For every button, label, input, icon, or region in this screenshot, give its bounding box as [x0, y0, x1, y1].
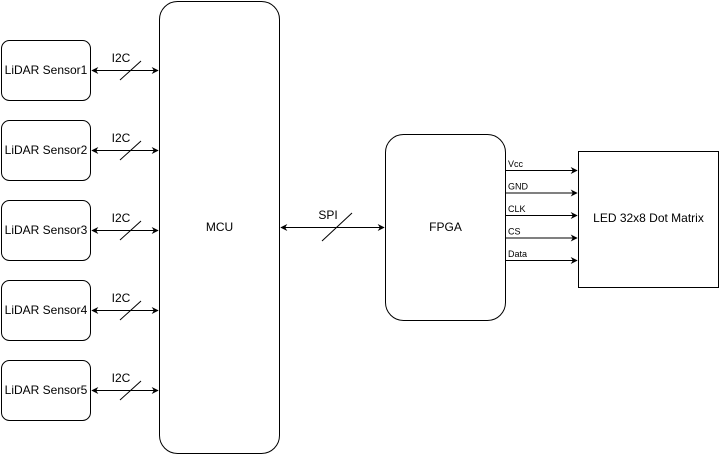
signal-label: Data — [508, 249, 527, 259]
sensor-label: LiDAR Sensor3 — [5, 223, 88, 237]
mcu-label: MCU — [206, 220, 233, 234]
signal-vcc[interactable]: Vcc — [506, 159, 578, 174]
sensor-2[interactable]: LiDAR Sensor2 I2C — [1, 120, 159, 181]
sensor-label: LiDAR Sensor1 — [5, 63, 88, 77]
fpga-block[interactable]: FPGA — [385, 134, 506, 321]
sensor-box[interactable] — [1, 40, 91, 101]
led-matrix-label: LED 32x8 Dot Matrix — [593, 211, 704, 225]
signal-label: Vcc — [508, 159, 524, 169]
mcu-block[interactable]: MCU — [159, 1, 280, 454]
sensor-label: LiDAR Sensor5 — [5, 383, 88, 397]
fpga-label: FPGA — [429, 220, 462, 234]
sensor-3[interactable]: LiDAR Sensor3 I2C — [1, 200, 159, 261]
sensor-label: LiDAR Sensor2 — [5, 143, 88, 157]
sensor-box[interactable] — [1, 280, 91, 341]
bus-slash-icon — [119, 220, 142, 241]
spi-link[interactable]: SPI — [280, 208, 385, 242]
bus-label: I2C — [112, 51, 131, 65]
bus-label: I2C — [112, 131, 131, 145]
sensor-1[interactable]: LiDAR Sensor1 I2C — [1, 40, 159, 101]
i2c-link[interactable]: I2C — [91, 51, 159, 81]
i2c-link[interactable]: I2C — [91, 371, 159, 401]
bus-slash-icon — [119, 60, 142, 81]
signal-label: CS — [508, 227, 521, 237]
signal-clk[interactable]: CLK — [506, 204, 578, 219]
sensor-box[interactable] — [1, 200, 91, 261]
sensor-4[interactable]: LiDAR Sensor4 I2C — [1, 280, 159, 341]
sensor-label: LiDAR Sensor4 — [5, 303, 88, 317]
bus-slash-icon — [119, 300, 142, 321]
i2c-link[interactable]: I2C — [91, 211, 159, 241]
bus-label: I2C — [112, 211, 131, 225]
sensor-box[interactable] — [1, 120, 91, 181]
spi-label: SPI — [318, 208, 337, 222]
bus-label: I2C — [112, 291, 131, 305]
i2c-link[interactable]: I2C — [91, 291, 159, 321]
bus-slash-icon — [119, 380, 142, 401]
led-matrix-block[interactable]: LED 32x8 Dot Matrix — [578, 151, 719, 288]
sensor-box[interactable] — [1, 360, 91, 421]
i2c-link[interactable]: I2C — [91, 131, 159, 161]
signal-cs[interactable]: CS — [506, 227, 578, 242]
signal-data[interactable]: Data — [506, 249, 578, 264]
signal-label: GND — [508, 182, 529, 192]
signal-gnd[interactable]: GND — [506, 182, 578, 197]
bus-slash-icon — [321, 212, 353, 242]
bus-label: I2C — [112, 371, 131, 385]
signal-label: CLK — [508, 204, 526, 214]
bus-slash-icon — [119, 140, 142, 161]
sensor-5[interactable]: LiDAR Sensor5 I2C — [1, 360, 159, 421]
